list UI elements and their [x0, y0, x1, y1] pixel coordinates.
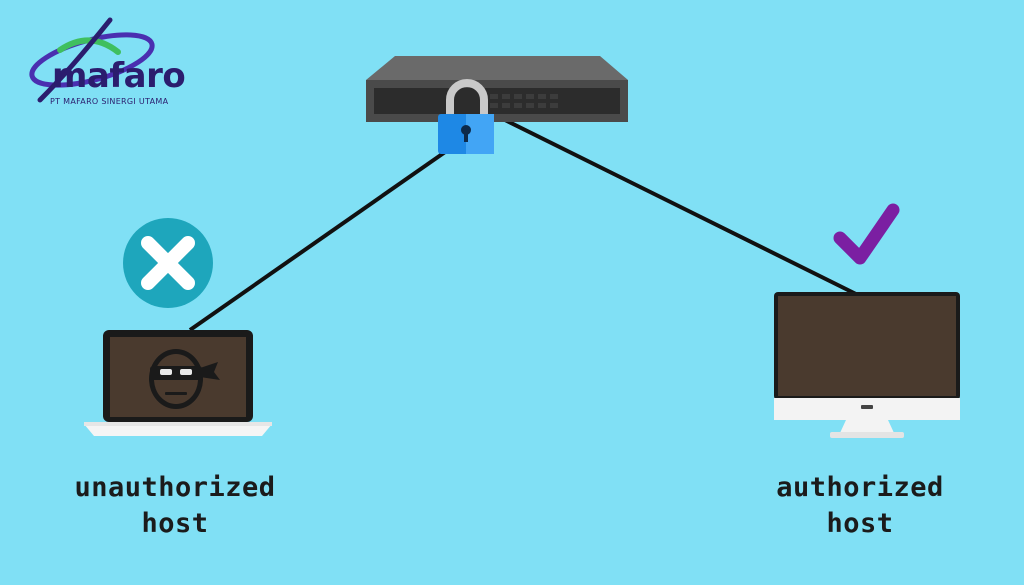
link-to-unauthorized-host	[188, 148, 450, 332]
mafaro-logo-icon	[29, 17, 155, 103]
authorized-host-label-line2: host	[826, 508, 894, 539]
network-switch	[366, 56, 628, 122]
authorized-host-label: authorized host	[730, 470, 990, 542]
unauthorized-host-label-line2: host	[141, 508, 209, 539]
hacker-icon	[149, 349, 220, 409]
denied-x-icon	[123, 218, 213, 308]
check-icon	[833, 203, 900, 265]
unauthorized-host-label: unauthorized host	[40, 470, 310, 542]
link-to-authorized-host	[504, 118, 859, 297]
authorized-host-label-line1: authorized	[776, 472, 944, 503]
padlock-icon	[438, 79, 494, 154]
authorized-desktop	[774, 292, 960, 438]
logo-wordmark: mafaro	[52, 56, 186, 96]
logo-tagline: PT MAFARO SINERGI UTAMA	[50, 97, 169, 106]
unauthorized-host-label-line1: unauthorized	[74, 472, 276, 503]
